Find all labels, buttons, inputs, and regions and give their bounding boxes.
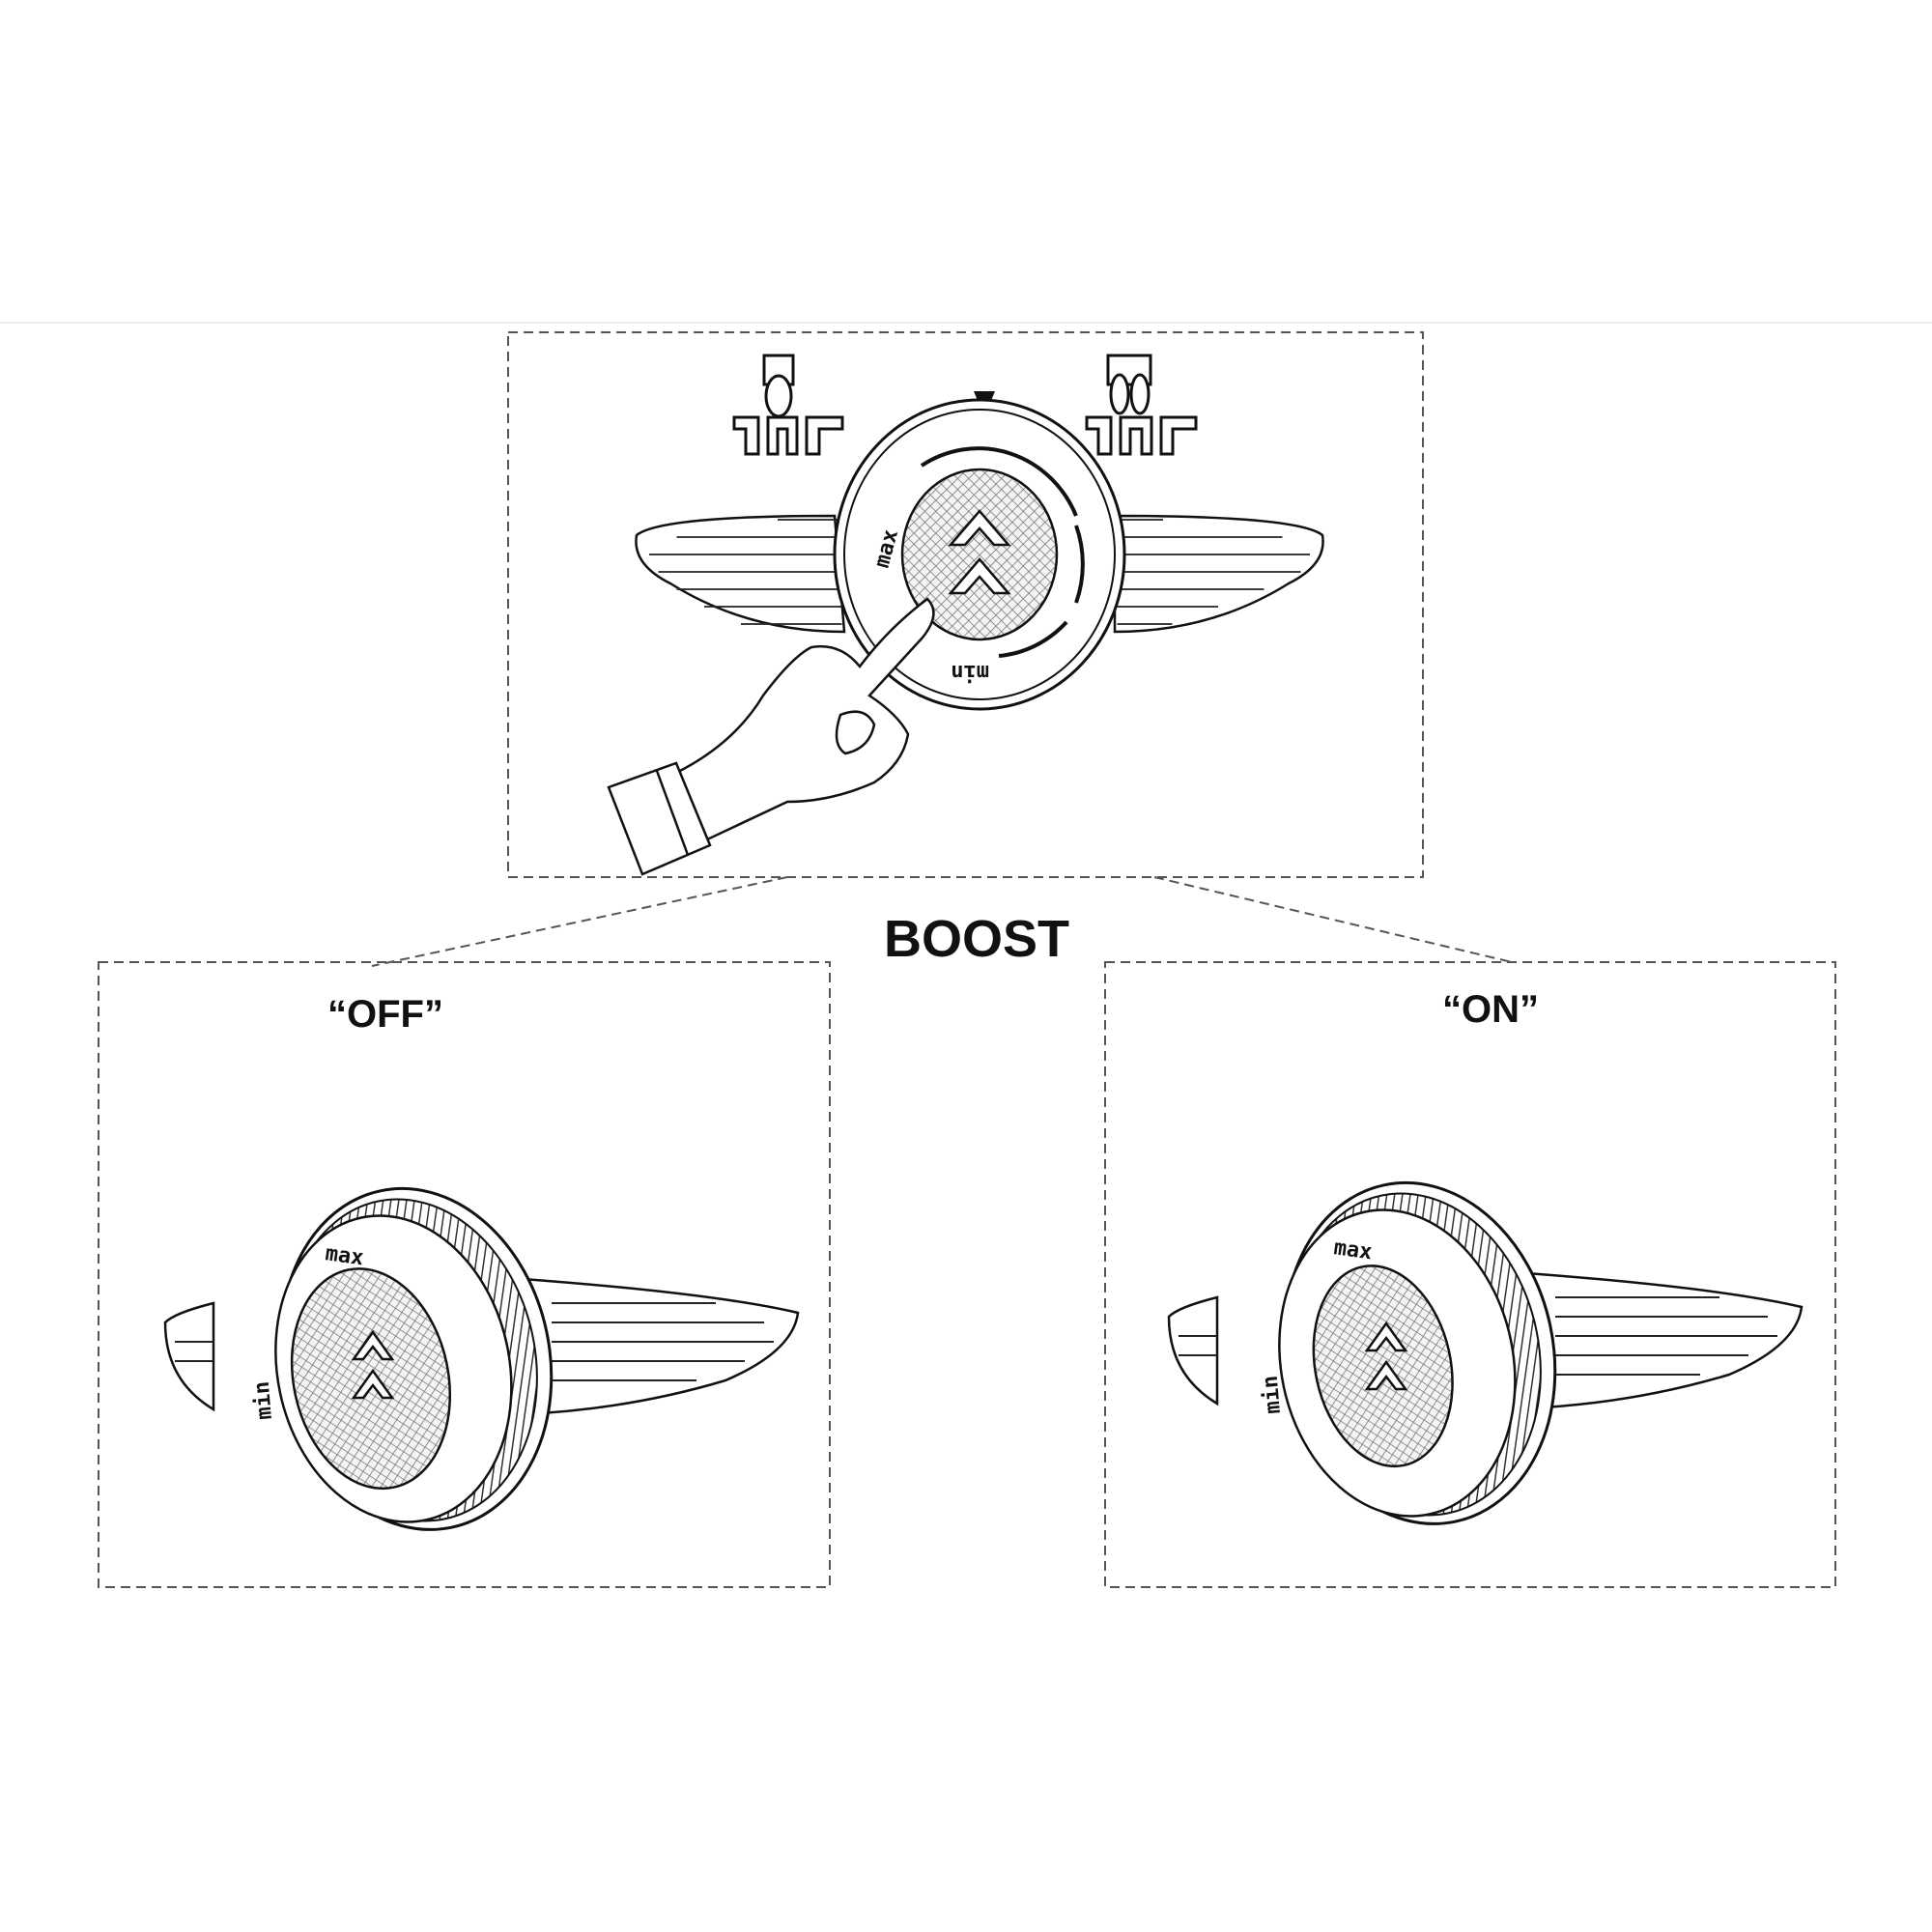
max-label: max [324, 1241, 365, 1270]
boost-dial-on: max min [1167, 1180, 1804, 1525]
connector-on [1153, 876, 1513, 963]
pointing-hand [607, 597, 935, 876]
boost-button[interactable] [900, 468, 1059, 641]
top-detail-box [507, 331, 1424, 878]
min-label: min [951, 660, 989, 684]
boost-dial-off: max min [163, 1186, 800, 1531]
level-scale [920, 446, 1085, 658]
single-seat-heat-icon [732, 354, 844, 456]
on-state-box [1104, 961, 1836, 1588]
min-label: min [1259, 1375, 1286, 1415]
right-wing [1113, 514, 1324, 634]
chevrons-icon [1364, 1321, 1408, 1391]
on-state-label: “ON” [1442, 988, 1539, 1031]
boost-dial-top[interactable]: max min [635, 398, 1324, 711]
boost-title: BOOST [884, 910, 1069, 968]
off-state-box [98, 961, 831, 1588]
chevrons-icon [351, 1329, 395, 1400]
left-wing [635, 514, 846, 634]
dual-seat-heat-icon [1085, 354, 1198, 456]
off-state-label: “OFF” [327, 993, 443, 1036]
max-label: max [1332, 1236, 1374, 1264]
boost-chevrons-icon [948, 509, 1011, 595]
connector-off [371, 876, 788, 967]
min-label: min [250, 1380, 277, 1421]
